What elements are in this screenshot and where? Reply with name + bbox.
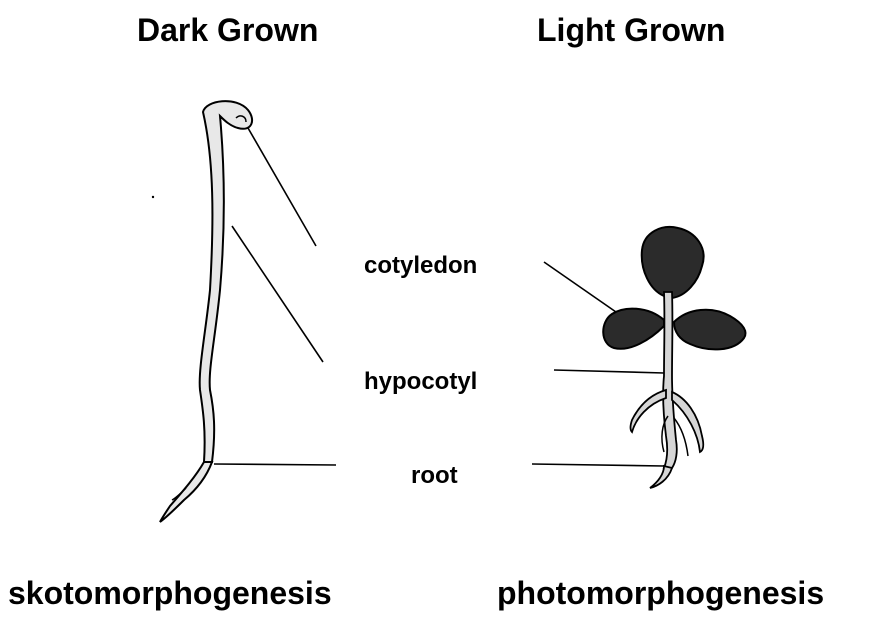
dark-grown-seedling [160,101,252,522]
skotomorphogenesis-caption: skotomorphogenesis [8,577,332,609]
dark-hypocotyl [200,101,252,462]
light-leaf-right [674,310,745,350]
light-hypocotyl-leader [554,370,664,373]
light-grown-seedling [603,227,745,488]
hypocotyl-label: hypocotyl [364,370,477,394]
photomorphogenesis-caption: photomorphogenesis [497,577,824,609]
dark-root-leader [214,464,336,465]
cotyledon-label: cotyledon [364,254,477,278]
dark-root [160,462,212,522]
dark-cotyledon-leader [248,128,316,246]
dark-hypocotyl-leader [232,226,323,362]
light-leaf-left [603,309,664,349]
light-root-main [650,466,672,488]
light-stem [663,292,677,468]
dark-leader-lines [214,128,336,465]
speck [152,196,154,198]
light-cotyledon-leader [544,262,616,312]
light-leader-lines [532,262,664,466]
light-lateral-root-left [631,390,667,432]
light-leaf-top [642,227,704,298]
root-label: root [411,464,458,488]
light-root-leader [532,464,664,466]
